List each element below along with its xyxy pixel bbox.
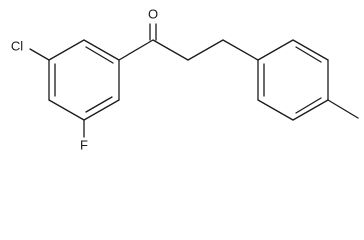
bond-chain xyxy=(187,39,224,61)
bond xyxy=(257,99,294,121)
bond xyxy=(292,39,329,61)
structure-diagram: O Cl F xyxy=(11,6,359,152)
atom-label-oxygen: O xyxy=(148,6,158,21)
double-bond-inner xyxy=(295,97,322,114)
left-phenyl-ring xyxy=(48,39,120,121)
bond-chain xyxy=(222,39,259,61)
bond-chain xyxy=(152,39,189,61)
bond-methyl xyxy=(327,99,359,119)
bond xyxy=(292,99,329,121)
bond xyxy=(83,39,120,61)
double-bond-inner xyxy=(85,96,113,113)
bond xyxy=(257,39,294,61)
bond xyxy=(48,99,85,121)
double-bond-inner xyxy=(295,46,322,63)
double-bond-inner xyxy=(85,46,114,64)
atom-label-chlorine: Cl xyxy=(11,38,23,53)
bond xyxy=(48,39,85,61)
bond xyxy=(83,99,120,121)
bond-ring-carbonyl xyxy=(118,39,154,61)
atom-label-fluorine: F xyxy=(80,137,88,152)
right-phenyl-ring xyxy=(257,39,329,121)
bond-c-cl xyxy=(29,48,50,61)
